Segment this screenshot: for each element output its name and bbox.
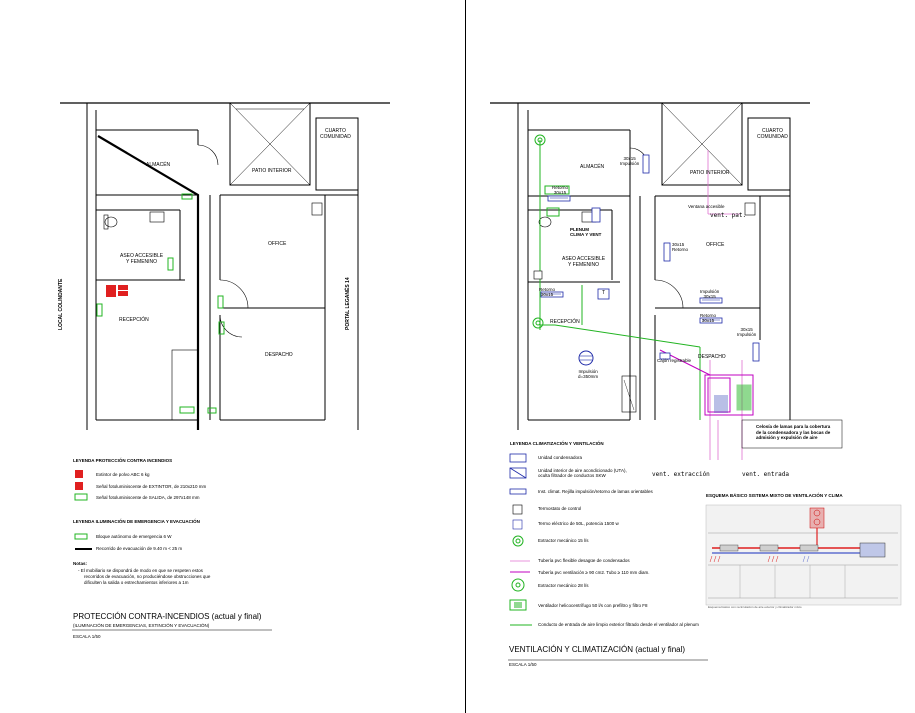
scale-right: ESCALA 1/50 [509,662,537,667]
legend-hvac-item: Termo eléctrico de 50L, potencia 1500 w [538,521,619,526]
inset-title: ESQUEMA BÁSICO SISTEMA MIXTO DE VENTILAC… [706,493,843,498]
room-despacho-left: DESPACHO [265,352,293,358]
legend-hvac-item: Extractor mecánico 15 l/s [538,538,589,543]
legend-fire-item: Señal fotoluminiscente de SALIDA, de 297… [96,495,200,500]
note-line: recorridos de evacuación, no produciéndo… [84,574,211,579]
legend-hvac-item: Conducto de entrada de aire limpio exter… [538,622,699,627]
room-recepcion-left: RECEPCIÓN [119,317,149,323]
room-office-left: OFFICE [268,241,287,247]
title-ventilation: VENTILACIÓN Y CLIMATIZACIÓN (actual y fi… [509,645,686,654]
legend-hvac-item: Ventilador helicocentrífugo 50 l/s con p… [538,603,648,608]
room-almacen-left: ALMACÉN [146,162,171,168]
inset-caption: Esquema básico con recirculación de aire… [708,605,802,609]
inset-schematic [705,504,902,606]
title-fire-protection: PROTECCIÓN CONTRA-INCENDIOS (actual y fi… [73,612,262,621]
fire-protection-plan [60,102,390,631]
ventilation-plan [490,102,902,661]
legend-fire-item: Señal fotoluminiscente de EXTINTOR, de 2… [96,484,207,489]
legend-hvac-item: Extractor mecánico 28 l/s [538,583,589,588]
label-cajon: Cajón registrable [657,358,692,363]
legend-hvac-item: Unidad interior de aire acondicionado (U… [538,468,627,478]
sheet-divider [465,0,466,713]
room-patio-left: PATIO INTERIOR [252,168,292,174]
legend-fire-item: Extintor de polvo ABC 6 kg [96,472,150,477]
label-vent-extraccion: vent. extracción [652,471,710,478]
legend-light-item: Bloque autónomo de emergencia 6 W [96,534,172,539]
legend-light-title: LEYENDA ILUMINACIÓN DE EMERGENCIA Y EVAC… [73,519,200,524]
legend-hvac-item: Unidad condensadora [538,455,583,460]
note-line: - El mobiliario se dispondrá de modo en … [78,568,203,573]
notes-title: Notas: [73,561,88,566]
legend-hvac-item: Inst. climat. Rejilla impulsión/retorno … [538,489,653,494]
scale-left: ESCALA 1/50 [73,634,101,639]
label-local-colindante: LOCAL COLINDANTE [58,278,64,330]
label-thermostat: T [602,290,606,296]
label-ventana: Ventana accesible [688,204,725,209]
label-vent-entrada: vent. entrada [742,471,789,478]
room-patio-right: PATIO INTERIOR [690,170,730,176]
legend-hvac-title: LEYENDA CLIMATIZACIÓN Y VENTILACIÓN [510,441,604,446]
label-vent-pat: vent. pat. [710,212,747,219]
note-line: dificulten la salida o estrechamientos i… [84,580,189,585]
room-office-right: OFFICE [706,242,725,248]
legend-hvac-item: Tubería pvc ventilación ≥ 90 cm2. Tubo ≥… [538,570,650,575]
room-despacho-right: DESPACHO [698,354,726,360]
legend-hvac-item: Tubería pvc flexible desagüe de condensa… [538,558,630,563]
legend-fire-title: LEYENDA PROTECCIÓN CONTRA INCENDIOS [73,458,173,463]
legend-light-item: Recorrido de evacuación de 9.40 m < 25 m [96,546,183,551]
legend-hvac-item: Termostato de control [538,506,582,511]
subtitle-fire-protection: (ILUMINACIÓN DE EMERGENCIAS, EXTINCIÓN Y… [73,623,210,628]
room-almacen-right: ALMACÉN [580,164,605,170]
room-recepcion-right: RECEPCIÓN [550,319,580,325]
label-portal-leganes: PORTAL LEGANÉS 14 [345,277,351,330]
